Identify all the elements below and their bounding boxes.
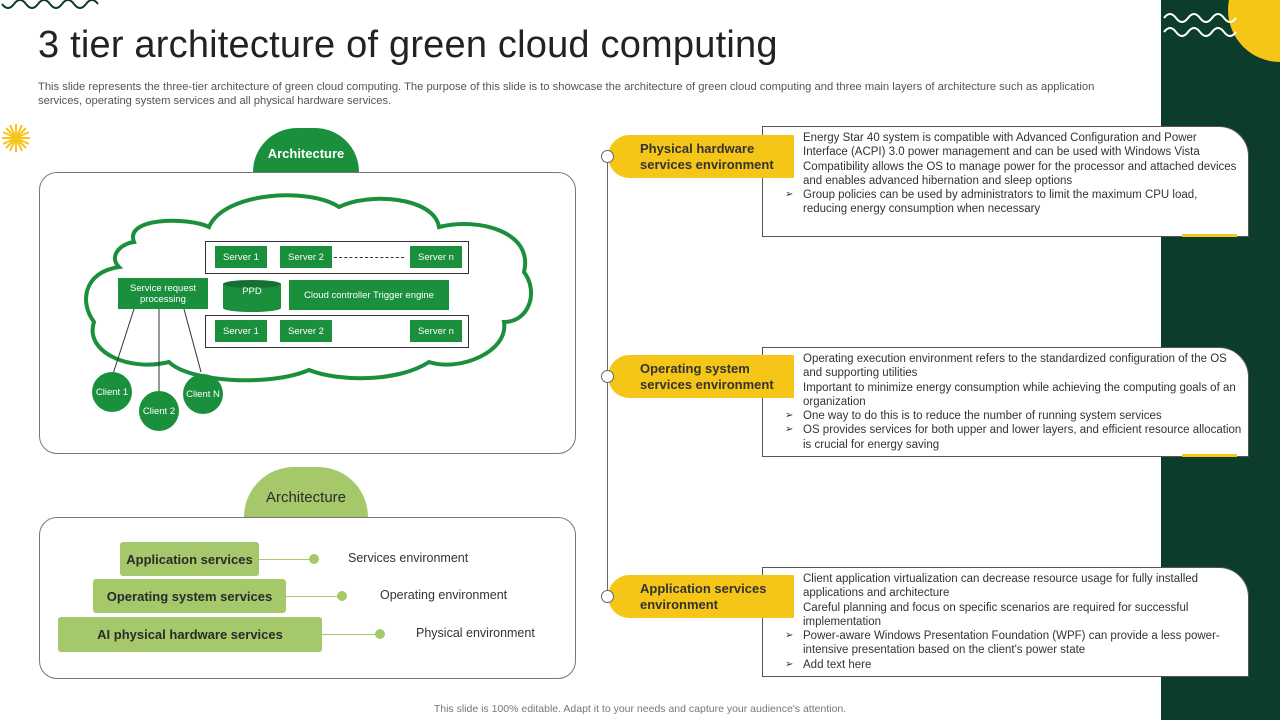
env-label-physical: Physical environment: [416, 626, 535, 640]
server-box: Server 1: [215, 320, 267, 342]
bullet-item: Add text here: [785, 658, 1242, 673]
timeline-marker: [601, 370, 614, 383]
bullet-item: Important to minimize energy consumption…: [785, 381, 1242, 410]
layer-connector: [286, 596, 342, 597]
layer-dot: [375, 629, 385, 639]
server-box: Server 2: [280, 246, 332, 268]
server-box: Server 2: [280, 320, 332, 342]
ppd-cylinder: [223, 280, 281, 312]
top-left-wave-decor: [1, 0, 99, 9]
client-node: Client 1: [92, 372, 132, 412]
server-ellipsis-line: [334, 257, 404, 258]
yellow-accent-bar: [1182, 454, 1237, 457]
bullet-item: OS provides services for both upper and …: [785, 423, 1242, 452]
bullet-item: Careful planning and focus on specific s…: [785, 601, 1242, 630]
client-node: Client 2: [139, 391, 179, 431]
layer-application-services: Application services: [120, 542, 259, 576]
layer-dot: [337, 591, 347, 601]
bullet-item: Client application virtualization can de…: [785, 572, 1242, 601]
env-description-box: Client application virtualization can de…: [762, 567, 1249, 677]
layer-dot: [309, 554, 319, 564]
cloud-shape: [84, 193, 534, 383]
env-label-operating: Operating environment: [380, 588, 508, 602]
layer-operating-system-services: Operating system services: [93, 579, 286, 613]
wave-decor-2: [1163, 27, 1237, 37]
service-request-box: Service request processing: [118, 278, 208, 309]
architecture-tab-top: Architecture: [253, 128, 359, 172]
bullet-item: Group policies can be used by administra…: [785, 188, 1242, 217]
bullet-item: Energy Star 40 system is compatible with…: [785, 131, 1242, 160]
env-label-operating-system: Operating system services environment: [608, 355, 794, 398]
env-label-services: Services environment: [348, 551, 469, 565]
wave-decor-1: [1163, 13, 1237, 23]
yellow-accent-bar: [1182, 234, 1237, 237]
server-box: Server n: [410, 320, 462, 342]
footer-note: This slide is 100% editable. Adapt it to…: [433, 703, 847, 715]
yellow-circle-decor: [1228, 0, 1280, 62]
bullet-item: One way to do this is to reduce the numb…: [785, 409, 1242, 424]
env-label-application: Application services environment: [608, 575, 794, 618]
bullet-item: Power-aware Windows Presentation Foundat…: [785, 629, 1242, 658]
layer-physical-hardware-services: AI physical hardware services: [58, 617, 322, 652]
layer-connector: [259, 559, 314, 560]
page-subtitle: This slide represents the three-tier arc…: [38, 81, 1095, 107]
cloud-controller-box: Cloud controller Trigger engine: [289, 280, 449, 310]
server-box: Server 1: [215, 246, 267, 268]
sun-burst-icon: [2, 124, 30, 152]
bullet-item: Compatibility allows the OS to manage po…: [785, 160, 1242, 189]
ppd-label: PPD: [242, 286, 262, 297]
env-label-physical-hardware: Physical hardware services environment: [608, 135, 794, 178]
env-description-box: Energy Star 40 system is compatible with…: [762, 126, 1249, 237]
env-description-box: Operating execution environment refers t…: [762, 347, 1249, 457]
timeline-marker: [601, 150, 614, 163]
architecture-diagram-panel: [39, 172, 576, 454]
page-title: 3 tier architecture of green cloud compu…: [38, 24, 778, 66]
architecture-tab-bottom: Architecture: [244, 467, 368, 517]
client-node: Client N: [183, 374, 223, 414]
timeline-marker: [601, 590, 614, 603]
layer-connector: [322, 634, 380, 635]
bullet-item: Operating execution environment refers t…: [785, 352, 1242, 381]
corner-decor: [1163, 0, 1280, 62]
client-connectors: [112, 308, 202, 392]
server-box: Server n: [410, 246, 462, 268]
